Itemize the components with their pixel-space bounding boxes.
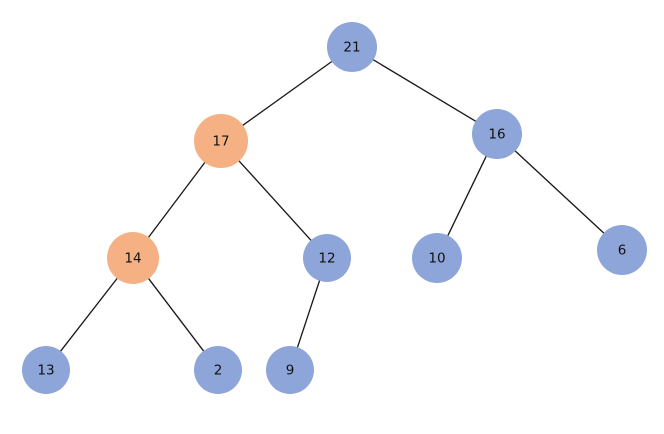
edge-layer: [59, 58, 605, 353]
tree-node-6[interactable]: 6: [597, 225, 647, 275]
tree-node-10[interactable]: 10: [412, 233, 462, 283]
tree-node-9[interactable]: 9: [266, 346, 314, 394]
tree-edge-14-2: [147, 277, 205, 353]
tree-edge-17-12: [237, 159, 313, 242]
tree-node-13[interactable]: 13: [22, 346, 70, 394]
node-circle-13[interactable]: [22, 346, 70, 394]
tree-node-17[interactable]: 17: [194, 114, 248, 168]
node-circle-16[interactable]: [472, 109, 522, 159]
node-circle-12[interactable]: [303, 234, 351, 282]
node-circle-2[interactable]: [194, 346, 242, 394]
node-circle-17[interactable]: [194, 114, 248, 168]
node-circle-14[interactable]: [107, 232, 159, 284]
tree-node-16[interactable]: 16: [472, 109, 522, 159]
node-circle-9[interactable]: [266, 346, 314, 394]
tree-edge-14-13: [59, 277, 119, 353]
tree-edge-21-17: [241, 60, 333, 127]
tree-node-21[interactable]: 21: [327, 22, 377, 72]
tree-node-14[interactable]: 14: [107, 232, 159, 284]
tree-edge-17-14: [147, 161, 206, 239]
tree-edge-21-16: [372, 58, 477, 123]
node-circle-6[interactable]: [597, 225, 647, 275]
tree-node-12[interactable]: 12: [303, 234, 351, 282]
tree-node-2[interactable]: 2: [194, 346, 242, 394]
node-circle-10[interactable]: [412, 233, 462, 283]
tree-edge-16-6: [514, 149, 605, 235]
tree-edge-12-9: [296, 279, 321, 349]
tree-edge-16-10: [446, 155, 488, 237]
node-circle-21[interactable]: [327, 22, 377, 72]
